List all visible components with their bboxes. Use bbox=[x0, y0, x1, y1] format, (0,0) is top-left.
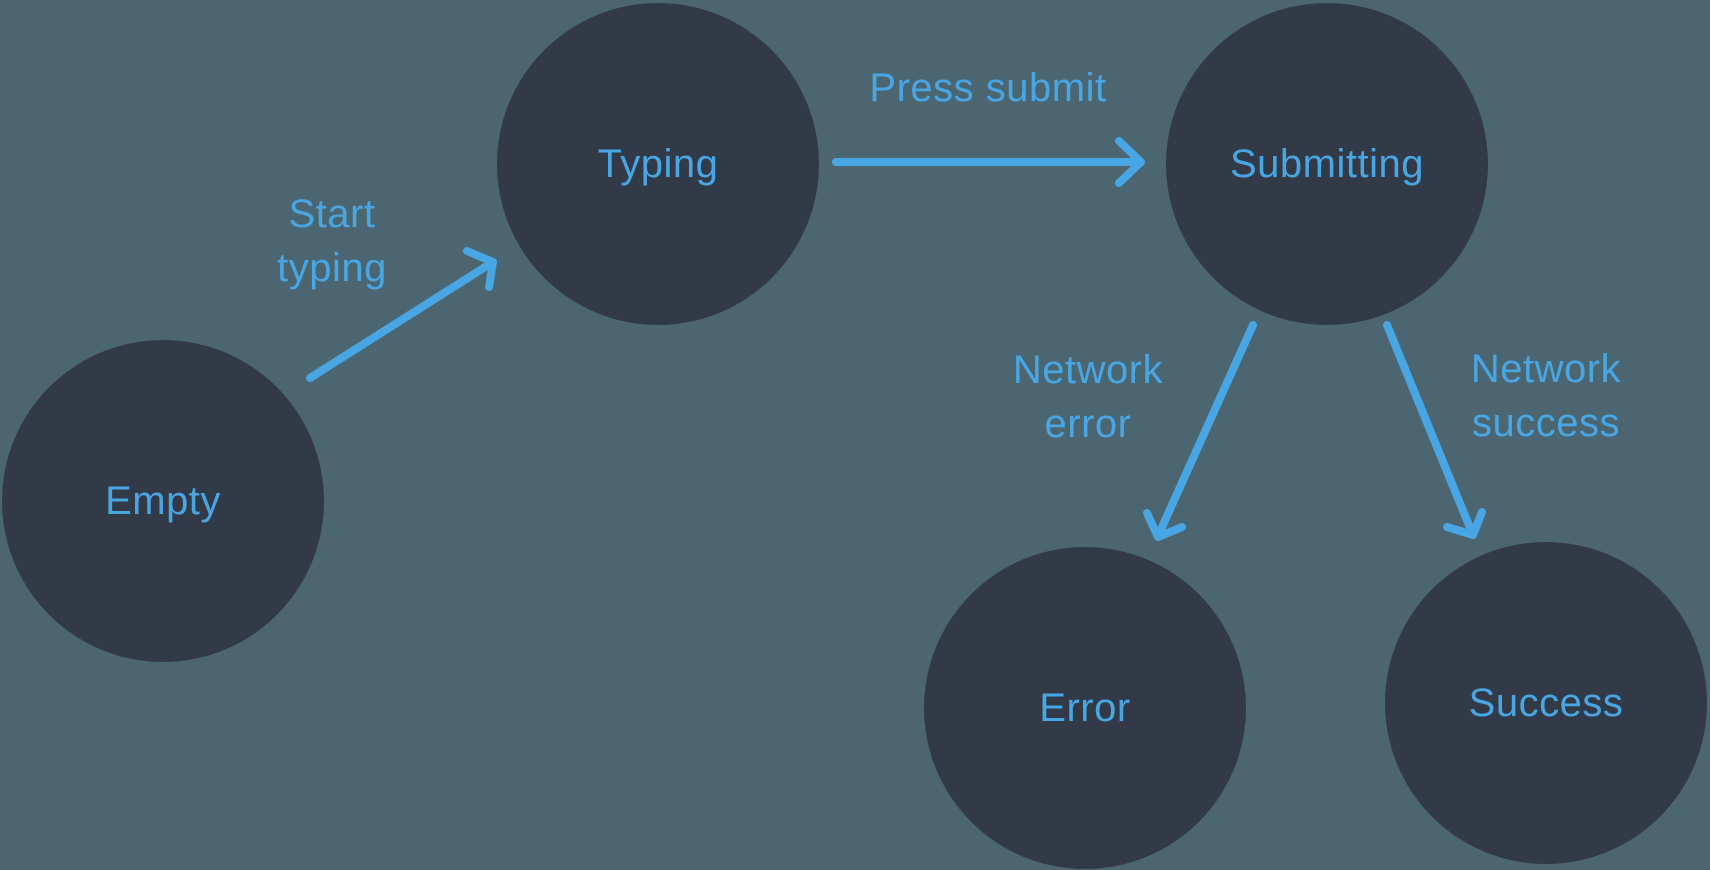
state-node-typing: Typing bbox=[497, 3, 819, 325]
arrow-submitting-to-error bbox=[1143, 321, 1257, 541]
state-node-empty: Empty bbox=[2, 340, 324, 662]
transition-label-start-typing: Start typing bbox=[277, 192, 387, 290]
state-label: Error bbox=[1039, 685, 1131, 730]
arrow-submitting-to-success bbox=[1383, 321, 1486, 539]
arrowhead-icon bbox=[1143, 509, 1186, 541]
transition-label-network-success: Network success bbox=[1470, 347, 1622, 445]
state-label: Empty bbox=[105, 478, 221, 523]
arrowhead-icon bbox=[463, 247, 497, 291]
state-label: Typing bbox=[597, 141, 719, 186]
state-node-success: Success bbox=[1385, 542, 1707, 864]
state-label: Success bbox=[1468, 680, 1624, 725]
state-node-submitting: Submitting bbox=[1166, 3, 1488, 325]
state-label: Submitting bbox=[1230, 141, 1424, 186]
transition-label-network-error: Network error bbox=[1012, 348, 1164, 446]
arrow-empty-to-typing bbox=[306, 247, 497, 382]
arrow-shaft bbox=[1383, 321, 1477, 539]
transition-label-press-submit: Press submit bbox=[869, 66, 1107, 110]
arrowhead-icon bbox=[1115, 137, 1145, 187]
state-node-error: Error bbox=[924, 547, 1246, 869]
arrowhead-icon bbox=[1443, 508, 1486, 539]
arrow-typing-to-submitting bbox=[832, 137, 1145, 187]
arrow-shaft bbox=[1154, 321, 1257, 540]
arrow-shaft bbox=[306, 258, 497, 382]
